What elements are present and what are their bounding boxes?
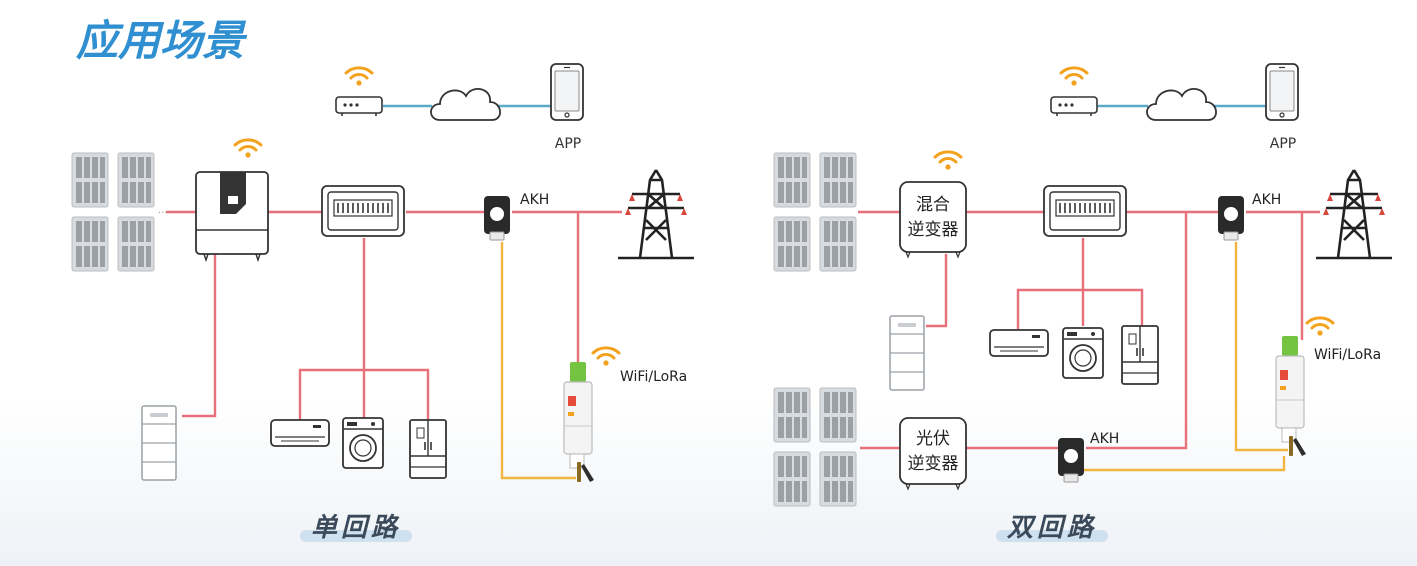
- inverter-icon: [195, 171, 269, 263]
- pv-inverter-box: 光伏 逆变器: [899, 417, 967, 491]
- refrigerator-icon: [1121, 325, 1159, 385]
- pv-inverter-line2: 逆变器: [908, 454, 959, 474]
- right-pv-array-bottom: [773, 387, 857, 507]
- caption-highlight: [300, 530, 412, 542]
- left-network: APP: [335, 63, 584, 152]
- akh-label: AKH: [520, 192, 549, 208]
- power-pylon-icon: [1314, 168, 1394, 260]
- solar-panel-icon: [819, 451, 857, 507]
- app-label: APP: [555, 136, 581, 152]
- current-transformer-icon: [483, 195, 511, 241]
- router-wifi-icon: [344, 66, 374, 88]
- battery-icon: [889, 315, 925, 391]
- hybrid-inverter-box: 混合 逆变器: [899, 181, 967, 259]
- right-pv-array-top: [773, 152, 857, 272]
- distribution-box-icon: [321, 185, 405, 237]
- phone-icon: [1265, 63, 1299, 121]
- pv-inverter-line1: 光伏: [916, 429, 950, 449]
- meter-wifi-icon: [1305, 316, 1335, 338]
- current-transformer-icon: [1217, 195, 1245, 241]
- caption-highlight: [996, 530, 1108, 542]
- page-title: 应用场景: [75, 16, 248, 65]
- meter-wifi-icon: [591, 346, 621, 368]
- single-circuit-caption: 单回路: [311, 513, 401, 543]
- refrigerator-icon: [409, 419, 447, 479]
- cloud-icon: [430, 87, 501, 121]
- hybrid-inverter-line2: 逆变器: [908, 220, 959, 240]
- current-transformer-icon: [1057, 437, 1085, 483]
- akh-label-top: AKH: [1252, 192, 1281, 208]
- battery-icon: [141, 405, 177, 481]
- cloud-icon: [1146, 87, 1217, 121]
- router-wifi-icon: [1059, 66, 1089, 88]
- solar-panel-icon: [117, 216, 155, 272]
- hybrid-inverter-line1: 混合: [916, 195, 950, 215]
- wireless-label: WiFi/LoRa: [620, 369, 687, 385]
- power-pylon-icon: [616, 168, 696, 260]
- left-pv-array: ···: [71, 152, 168, 272]
- right-network: APP: [1050, 63, 1299, 152]
- inverter-wifi-icon: [233, 138, 263, 160]
- wireless-label: WiFi/LoRa: [1314, 347, 1381, 363]
- phone-icon: [550, 63, 584, 121]
- solar-panel-icon: [819, 216, 857, 272]
- panel-ellipsis: ···: [158, 208, 168, 219]
- akh-label-bottom: AKH: [1090, 431, 1119, 447]
- dual-circuit-caption: 双回路: [1007, 513, 1097, 543]
- solar-panel-icon: [819, 387, 857, 443]
- washing-machine-icon: [342, 417, 384, 469]
- left-single-circuit: APP ···: [71, 63, 696, 543]
- air-conditioner-icon: [989, 329, 1049, 357]
- left-signal-line: [500, 242, 576, 480]
- distribution-box-icon: [1043, 185, 1127, 237]
- solar-panel-icon: [117, 152, 155, 208]
- washing-machine-icon: [1062, 327, 1104, 379]
- router-icon: [335, 96, 383, 117]
- solar-panel-icon: [71, 216, 109, 272]
- hybrid-inverter-wifi-icon: [933, 150, 963, 172]
- app-label: APP: [1270, 136, 1296, 152]
- right-power-lines: [858, 210, 1320, 450]
- air-conditioner-icon: [270, 419, 330, 447]
- energy-meter-icon: [1275, 335, 1307, 457]
- solar-panel-icon: [71, 152, 109, 208]
- router-icon: [1050, 96, 1098, 117]
- right-dual-circuit: APP: [773, 63, 1394, 543]
- solar-panel-icon: [773, 152, 811, 208]
- left-power-lines: [166, 210, 622, 420]
- energy-meter-icon: [563, 361, 595, 483]
- solar-panel-icon: [773, 216, 811, 272]
- solar-panel-icon: [773, 451, 811, 507]
- solar-panel-icon: [819, 152, 857, 208]
- right-signal-lines: [1084, 242, 1288, 472]
- solar-panel-icon: [773, 387, 811, 443]
